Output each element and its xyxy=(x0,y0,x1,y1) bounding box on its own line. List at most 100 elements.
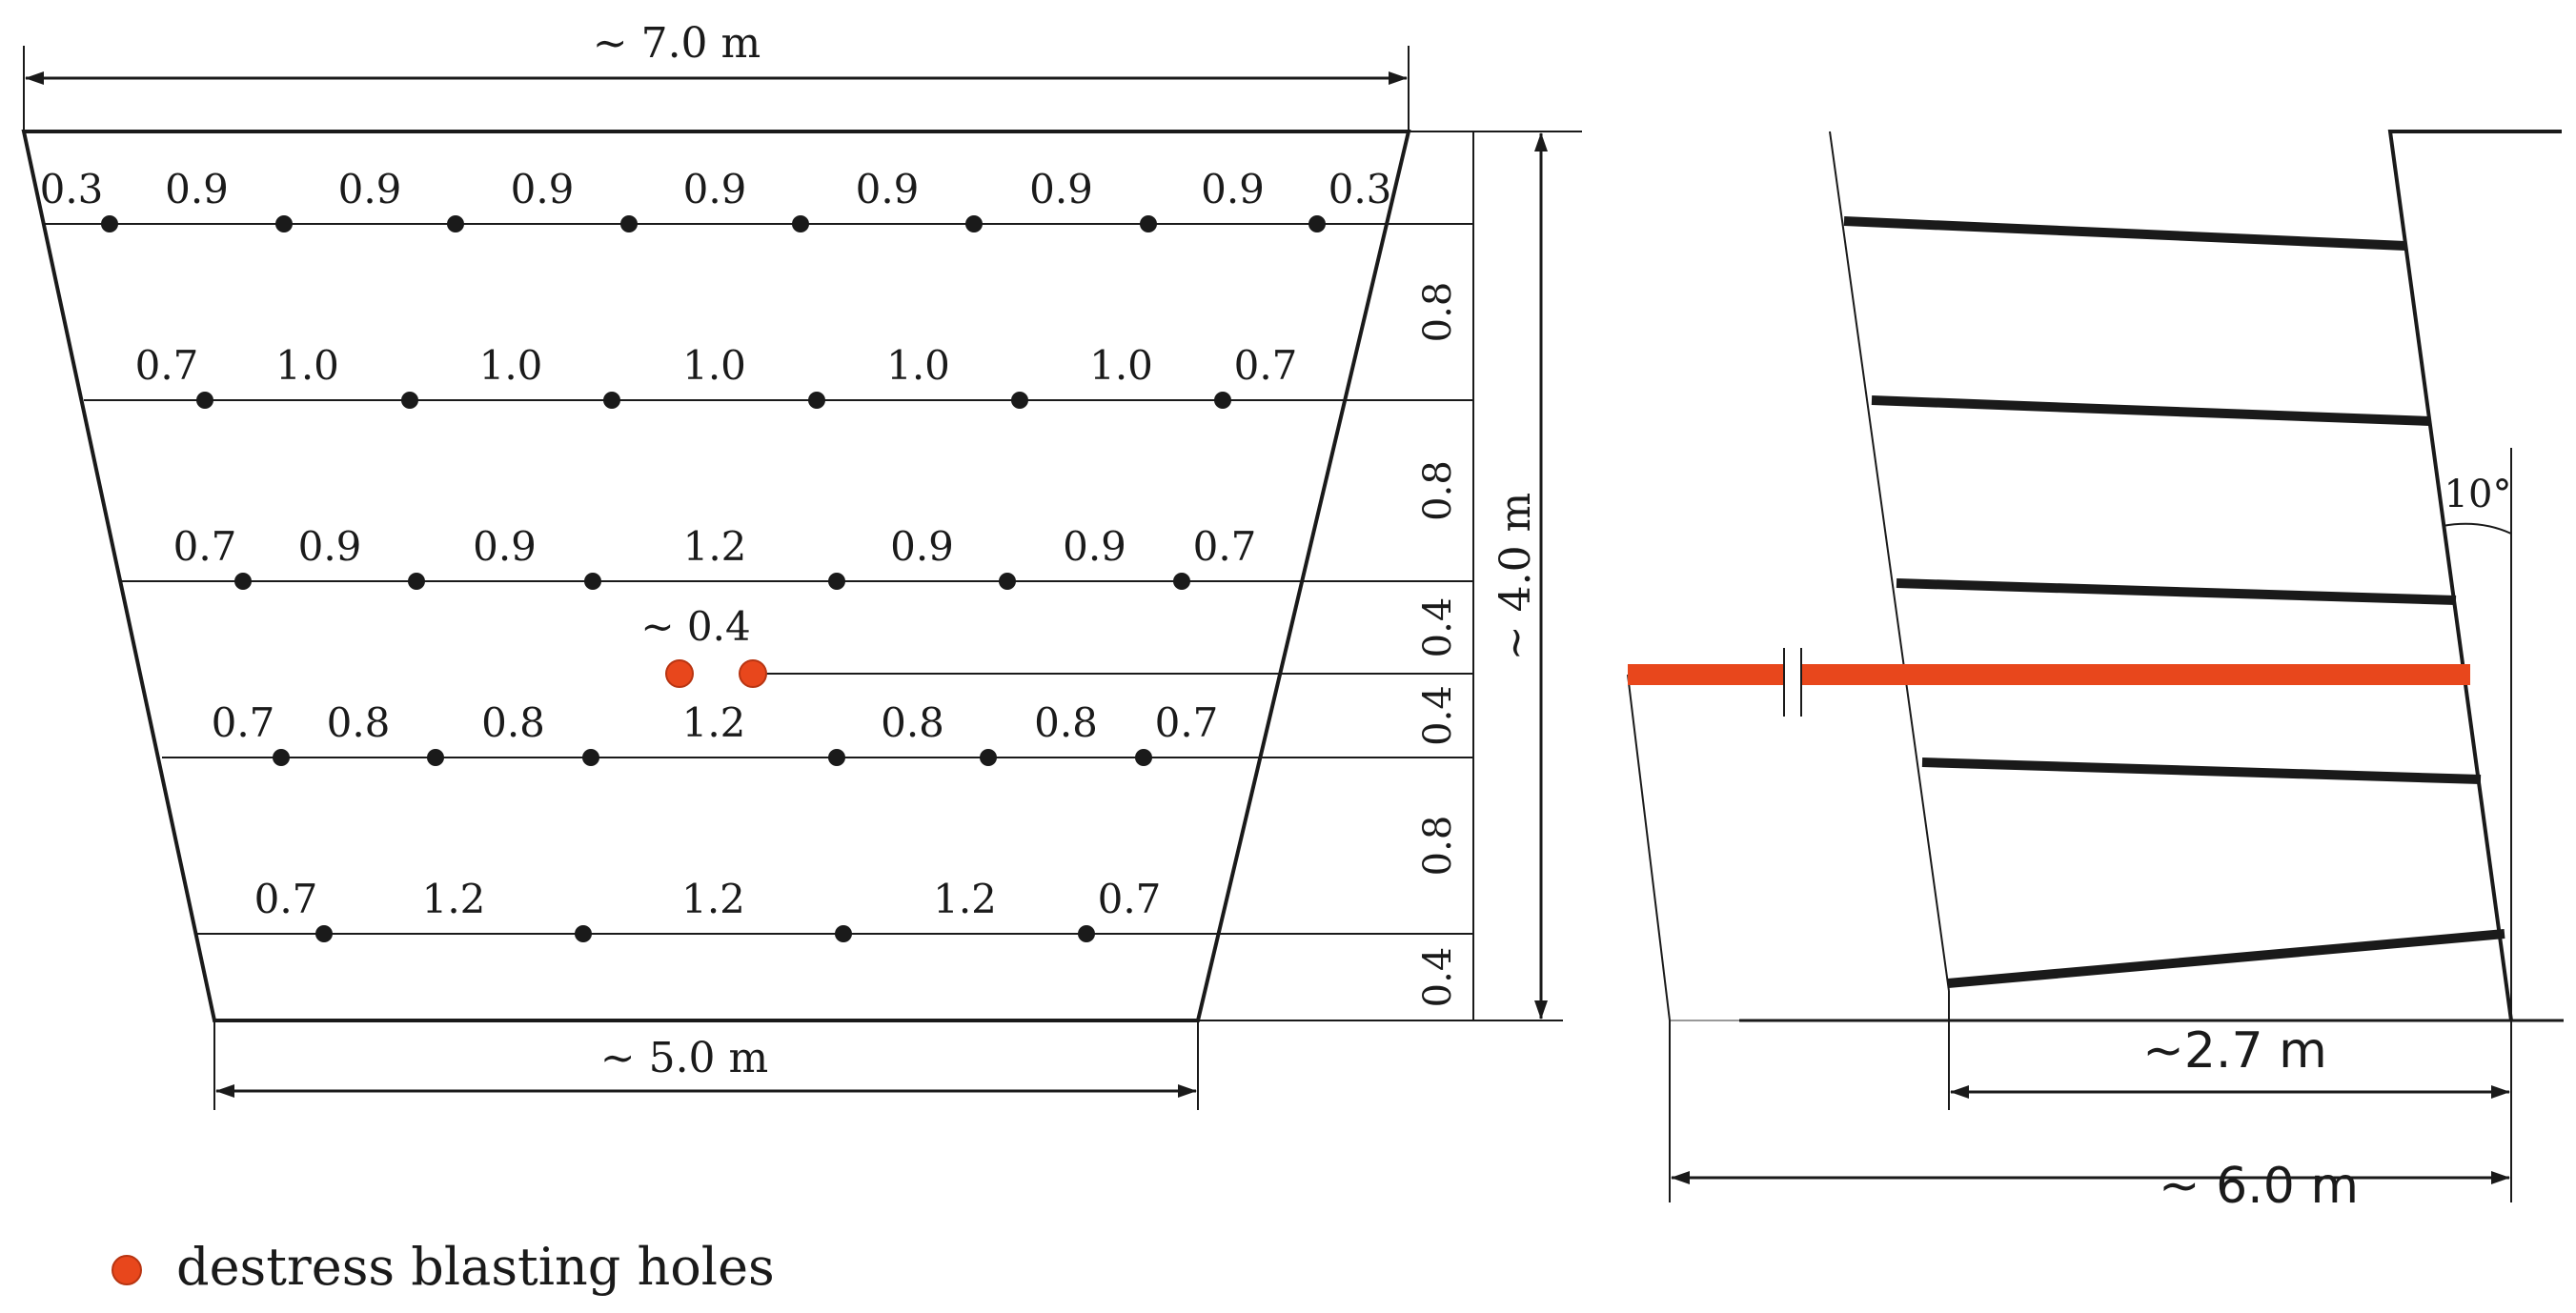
spacing-label: 0.9 xyxy=(511,166,575,212)
vertical-spacing-label: 0.4 xyxy=(1416,597,1460,658)
inner-depth-label: ~2.7 m xyxy=(2142,1022,2326,1080)
spacing-label: 0.7 xyxy=(1234,342,1298,389)
side-view: 10° ~2.7 m ~ 6.0 m xyxy=(1627,130,2564,1215)
drill-hole xyxy=(408,573,425,590)
spacing-label: 0.7 xyxy=(1193,523,1257,570)
drill-hole xyxy=(1135,749,1152,766)
drill-hole xyxy=(792,215,809,232)
drill-hole xyxy=(999,573,1016,590)
drill-hole xyxy=(575,925,592,942)
drill-hole xyxy=(603,392,620,409)
spacing-label: 0.9 xyxy=(165,166,229,212)
row-lines xyxy=(43,223,1473,935)
break-gap xyxy=(1784,657,1801,692)
angle-label: 10° xyxy=(2444,473,2512,516)
drill-hole xyxy=(808,392,825,409)
spacing-label: 1.0 xyxy=(275,342,339,389)
legend: destress blasting holes xyxy=(112,1237,775,1297)
spacing-label: 0.8 xyxy=(881,699,944,746)
spacing-label: 1.0 xyxy=(479,342,543,389)
drill-hole xyxy=(620,215,638,232)
drill-hole xyxy=(234,573,252,590)
bottom-width-label: ~ 5.0 m xyxy=(600,1034,769,1082)
spacing-label: 0.7 xyxy=(135,342,199,389)
spacing-label: 0.9 xyxy=(856,166,920,212)
drill-hole xyxy=(1173,573,1190,590)
rock-wall xyxy=(2387,130,2562,1021)
vertical-spacing-labels: 0.8 0.8 0.4 0.4 0.8 0.4 xyxy=(1416,282,1460,1008)
production-hole xyxy=(1947,929,2505,988)
angle-arc xyxy=(2442,522,2512,535)
face-line xyxy=(1829,131,1950,992)
spacing-label: 0.9 xyxy=(298,523,362,570)
destress-hole xyxy=(739,659,767,688)
drill-hole xyxy=(1011,392,1028,409)
destress-spacing-label: ~ 0.4 xyxy=(640,603,750,650)
height-label: ~ 4.0 m xyxy=(1491,493,1540,661)
spacing-label: 1.0 xyxy=(1089,342,1153,389)
drill-hole xyxy=(315,925,333,942)
spacing-label: 1.2 xyxy=(682,699,746,746)
drill-hole xyxy=(101,215,118,232)
vertical-spacing-label: 0.4 xyxy=(1416,947,1460,1008)
drill-hole xyxy=(196,392,213,409)
production-hole xyxy=(1871,395,2431,426)
drill-hole xyxy=(275,215,293,232)
spacing-label: 0.8 xyxy=(1034,699,1098,746)
drill-hole xyxy=(965,215,983,232)
spacing-label: 0.3 xyxy=(40,166,104,212)
spacing-label: 1.0 xyxy=(682,342,746,389)
drill-hole xyxy=(1140,215,1157,232)
vertical-spacing-label: 0.4 xyxy=(1416,685,1460,746)
legend-destress-marker xyxy=(112,1255,142,1285)
spacing-label: 0.9 xyxy=(338,166,402,212)
spacing-label: 0.9 xyxy=(1201,166,1265,212)
spacing-label: 0.9 xyxy=(683,166,747,212)
spacing-label: 0.7 xyxy=(1098,876,1162,922)
spacing-label: 1.2 xyxy=(681,876,745,922)
spacing-label: 1.2 xyxy=(422,876,486,922)
drill-hole xyxy=(427,749,444,766)
drill-holes xyxy=(101,215,1326,942)
spacing-label: 0.7 xyxy=(254,876,318,922)
drill-hole xyxy=(835,925,852,942)
drill-hole xyxy=(584,573,601,590)
spacing-label: 1.2 xyxy=(683,523,747,570)
drill-hole xyxy=(273,749,290,766)
front-view: 0.3 0.9 0.9 0.9 0.9 0.9 0.9 0.9 0.3 0.7 1.0 1.0 1.0 1… xyxy=(21,19,1582,1110)
destress-hole xyxy=(665,659,694,688)
spacing-label: 0.9 xyxy=(473,523,537,570)
production-hole xyxy=(1896,578,2457,605)
drill-hole xyxy=(828,573,845,590)
spacing-label: 0.7 xyxy=(173,523,237,570)
drill-hole xyxy=(980,749,997,766)
spacing-label: 0.8 xyxy=(481,699,545,746)
drill-hole xyxy=(582,749,599,766)
production-hole xyxy=(1921,758,2482,784)
drill-hole xyxy=(1308,215,1326,232)
drill-hole xyxy=(447,215,464,232)
vertical-spacing-label: 0.8 xyxy=(1416,816,1460,877)
spacing-label: 1.2 xyxy=(933,876,997,922)
spacing-labels: 0.3 0.9 0.9 0.9 0.9 0.9 0.9 0.9 0.3 0.7 1.0 1.0 1.0 1… xyxy=(40,166,1392,922)
spacing-label: 0.9 xyxy=(1029,166,1093,212)
vertical-spacing-label: 0.8 xyxy=(1416,460,1460,521)
rock-edge xyxy=(1627,674,1671,1021)
drill-hole xyxy=(401,392,418,409)
outer-depth-label: ~ 6.0 m xyxy=(2159,1158,2359,1215)
spacing-label: 1.0 xyxy=(886,342,950,389)
drill-hole xyxy=(1214,392,1231,409)
spacing-label: 0.9 xyxy=(1063,523,1126,570)
production-hole xyxy=(1843,216,2406,251)
top-width-label: ~ 7.0 m xyxy=(593,19,761,68)
spacing-label: 0.7 xyxy=(1155,699,1219,746)
spacing-label: 0.7 xyxy=(212,699,275,746)
drill-hole xyxy=(828,749,845,766)
drill-hole xyxy=(1078,925,1095,942)
vertical-spacing-label: 0.8 xyxy=(1416,282,1460,343)
spacing-label: 0.9 xyxy=(890,523,954,570)
spacing-label: 0.3 xyxy=(1329,166,1392,212)
legend-destress-label: destress blasting holes xyxy=(176,1237,775,1297)
spacing-label: 0.8 xyxy=(327,699,391,746)
